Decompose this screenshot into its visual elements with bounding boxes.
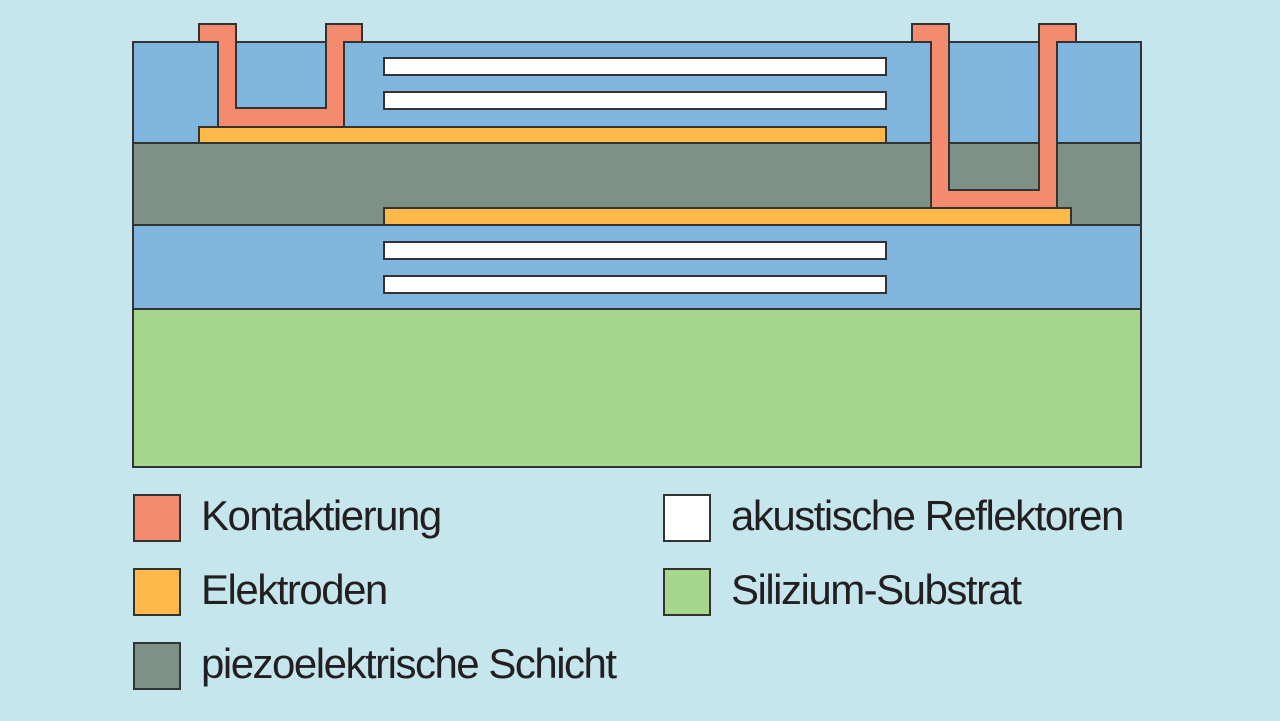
legend-label: akustische Reflektoren: [731, 492, 1124, 539]
legend-swatch-reflector: [663, 494, 711, 542]
legend-swatch-piezo: [133, 642, 181, 690]
silicon-substrate: [132, 308, 1142, 468]
top-electrode: [198, 126, 887, 144]
legend-label: Kontaktierung: [201, 492, 442, 539]
lower-dielectric-layer: [132, 224, 1142, 310]
legend-swatch-contact: [133, 494, 181, 542]
legend-swatch-electrode: [133, 568, 181, 616]
upper-reflector-2: [383, 91, 887, 110]
legend-label: Elektroden: [201, 566, 388, 613]
bottom-electrode: [383, 207, 1072, 226]
left-contact: [198, 23, 363, 128]
upper-reflector-1: [383, 57, 887, 76]
right-contact: [911, 23, 1077, 209]
lower-reflector-1: [383, 241, 887, 260]
legend-label: Silizium-Substrat: [731, 566, 1022, 613]
legend-swatch-substrate: [663, 568, 711, 616]
lower-reflector-2: [383, 275, 887, 294]
legend-label: piezoelektrische Schicht: [201, 640, 617, 687]
baw-resonator-cross-section: [132, 23, 1142, 468]
